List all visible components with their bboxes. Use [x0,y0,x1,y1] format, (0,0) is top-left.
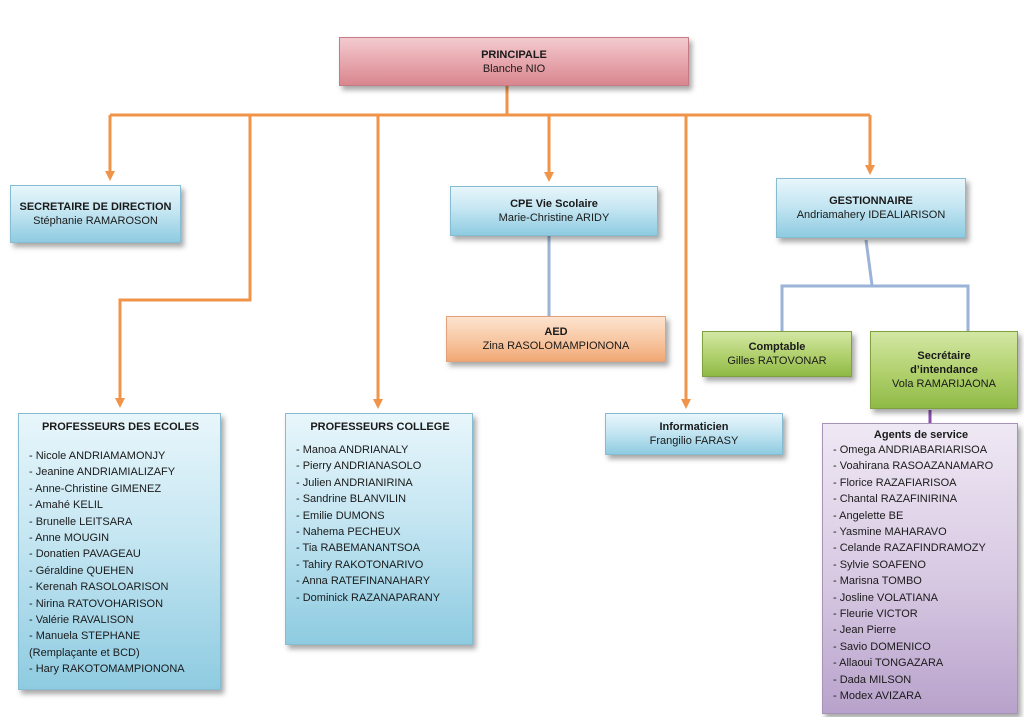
informaticien-name: Frangilio FARASY [649,435,739,447]
aed-box: AED Zina RASOLOMAMPIONONA [446,316,666,362]
list-item: - Dada MILSON [833,673,912,686]
list-item: - Modex AVIZARA [833,690,922,703]
secretaire-intendance-box: Secrétaire d’intendance Vola RAMARIJAONA [870,331,1018,409]
secretaire-direction-name: Stéphanie RAMAROSON [33,215,158,227]
list-item: - Julien ANDRIANIRINA [296,476,413,489]
gestionnaire-title: GESTIONNAIRE [829,195,913,207]
secretaire-direction-box: SECRETAIRE DE DIRECTION Stéphanie RAMARO… [10,185,181,243]
list-item: - Angelette BE [833,509,904,522]
list-item: - Sandrine BLANVILIN [296,493,407,506]
list-item: - Nicole ANDRIAMAMONJY [29,450,166,462]
list-item: - Manuela STEPHANE [29,630,141,643]
secretaire-intendance-title-line1: Secrétaire [917,350,971,362]
connector-gestionnaire-branches [780,284,970,331]
list-item: - Manoa ANDRIANALY [296,444,409,456]
comptable-title: Comptable [748,341,806,353]
list-item: - Pierry ANDRIANASOLO [296,460,422,473]
list-item: - Nirina RATOVOHARISON [29,597,164,610]
list-item: - Chantal RAZAFINIRINA [833,493,958,506]
list-item: (Remplaçante et BCD) [29,646,140,659]
secretaire-intendance-name: Vola RAMARIJAONA [892,378,996,390]
list-item: - Sylvie SOAFENO [833,558,926,571]
professeurs-college-list: - Manoa ANDRIANALY - Pierry ANDRIANASOLO… [296,442,464,606]
agents-service-title: Agents de service [873,429,969,441]
cpe-box: CPE Vie Scolaire Marie-Christine ARIDY [450,186,658,236]
list-item: - Donatien PAVAGEAU [29,548,141,561]
list-item: - Voahirana RASOAZANAMARO [833,460,994,473]
list-item: - Anne-Christine GIMENEZ [29,482,162,495]
list-item: - Omega ANDRIABARIARISOA [833,444,988,456]
list-item: - Nahema PECHEUX [296,526,401,539]
list-item: - Kerenah RASOLOARISON [29,581,169,594]
list-item: - Florice RAZAFIARISOA [833,476,957,489]
list-item: - Tia RABEMANANTSOA [296,542,421,555]
list-item: - Anna RATEFINANAHARY [296,575,431,588]
gestionnaire-name: Andriamahery IDEALIARISON [796,209,946,221]
principal-box: PRINCIPALE Blanche NIO [339,37,689,86]
list-item: - Emilie DUMONS [296,509,385,522]
list-item: - Marisna TOMBO [833,575,922,588]
comptable-box: Comptable Gilles RATOVONAR [702,331,852,377]
secretaire-direction-title: SECRETAIRE DE DIRECTION [19,201,172,213]
list-item: - Jeanine ANDRIAMIALIZAFY [29,466,176,479]
professeurs-college-box: PROFESSEURS COLLEGE - Manoa ANDRIANALY -… [285,413,473,645]
list-item: - Yasmine MAHARAVO [833,526,947,539]
cpe-title: CPE Vie Scolaire [510,198,598,210]
professeurs-ecoles-box: PROFESSEURS DES ECOLES - Nicole ANDRIAMA… [18,413,221,690]
principal-title: PRINCIPALE [481,48,547,61]
aed-title: AED [544,326,568,338]
agents-service-box: Agents de service - Omega ANDRIABARIARIS… [822,423,1018,714]
list-item: - Brunelle LEITSARA [29,515,133,528]
list-item: - Fleurie VICTOR [833,608,918,621]
connector-gestionnaire-down [864,239,874,286]
aed-name: Zina RASOLOMAMPIONONA [482,340,630,352]
list-item: - Géraldine QUEHEN [29,564,134,577]
list-item: - Amahé KELIL [29,499,103,512]
list-item: - Allaoui TONGAZARA [833,657,944,670]
list-item: - Savio DOMENICO [833,640,931,653]
principal-name: Blanche NIO [482,62,546,75]
list-item: - Valérie RAVALISON [29,614,134,627]
list-item: - Anne MOUGIN [29,532,110,545]
cpe-name: Marie-Christine ARIDY [498,212,610,224]
informaticien-title: Informaticien [659,421,729,433]
professeurs-college-title: PROFESSEURS COLLEGE [310,421,450,433]
agents-service-list: - Omega ANDRIABARIARISOA - Voahirana RAS… [833,442,1009,705]
secretaire-intendance-title-line2: d’intendance [910,364,978,376]
gestionnaire-box: GESTIONNAIRE Andriamahery IDEALIARISON [776,178,966,238]
professeurs-ecoles-title: PROFESSEURS DES ECOLES [41,421,200,433]
list-item: - Dominick RAZANAPARANY [296,591,441,604]
list-item: - Celande RAZAFINDRAMOZY [833,542,986,555]
comptable-name: Gilles RATOVONAR [727,355,827,367]
list-item: - Jean Pierre [833,624,896,637]
list-item: - Tahiry RAKOTONARIVO [296,558,424,571]
professeurs-ecoles-list: - Nicole ANDRIAMAMONJY - Jeanine ANDRIAM… [29,448,212,678]
informaticien-box: Informaticien Frangilio FARASY [605,413,783,455]
arrow-to-professeurs-ecoles [115,115,252,408]
list-item: - Hary RAKOTOMAMPIONONA [29,663,185,676]
list-item: - Josline VOLATIANA [833,591,938,604]
